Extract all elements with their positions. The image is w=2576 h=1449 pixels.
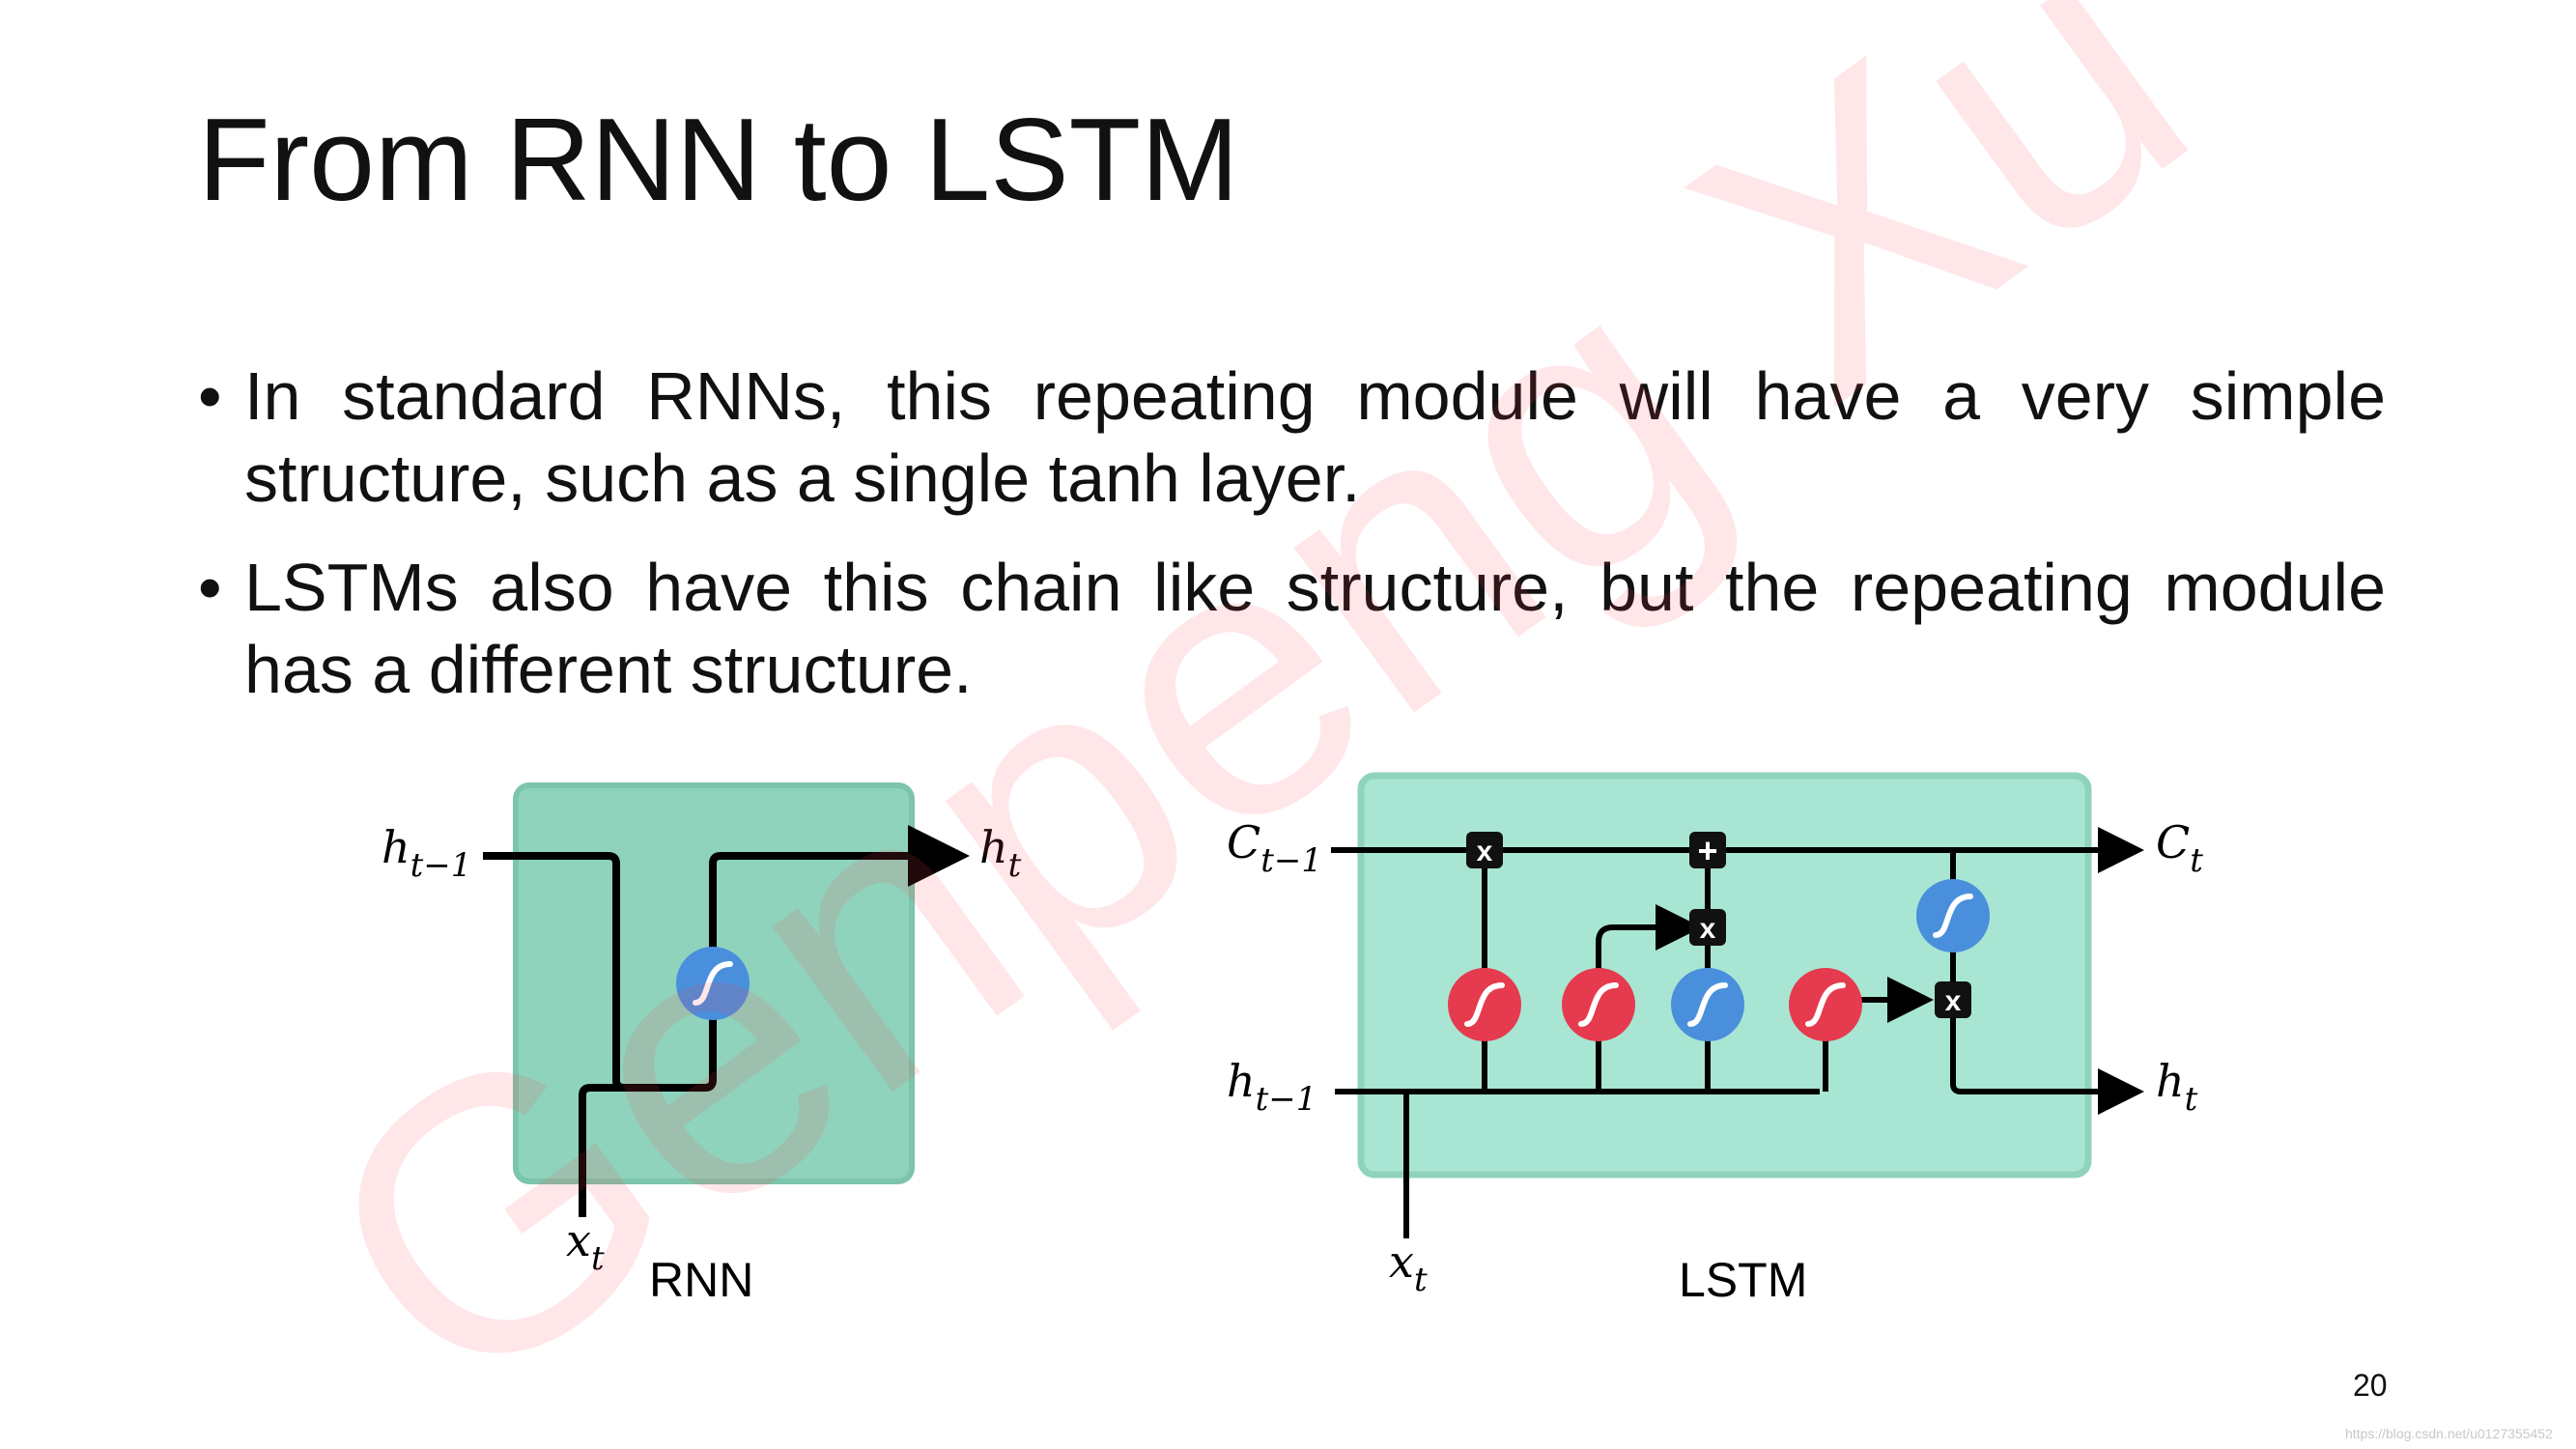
rnn-caption: RNN (649, 1253, 753, 1307)
lstm-add-icon (1689, 832, 1726, 868)
lstm-cell-tanh-icon (1916, 879, 1990, 952)
lstm-input-multiply-label: x (1700, 913, 1716, 945)
lstm-h-prev-label: ht−1 (1227, 1055, 1316, 1119)
bullet-dot: • (198, 358, 222, 434)
lstm-input-sigmoid-icon (1562, 968, 1635, 1041)
rnn-diagram: ht−1 ht xt RNN (382, 782, 1022, 1307)
source-url-note: https://blog.csdn.net/u0127355452 (2345, 1426, 2553, 1441)
rnn-x-input-line (579, 1084, 628, 1217)
lstm-c-out-label: Ct (2156, 816, 2203, 880)
slide-title: From RNN to LSTM (198, 94, 1239, 225)
lstm-input-curve (1578, 982, 1619, 1027)
lstm-caption: LSTM (1679, 1253, 1807, 1307)
lstm-candidate-curve (1687, 982, 1728, 1027)
lstm-forget-sigmoid-icon (1448, 968, 1521, 1041)
lstm-c-prev-label: Ct−1 (1227, 816, 1322, 880)
lstm-output-multiply-label: x (1945, 985, 1962, 1017)
lstm-candidate-tanh-icon (1671, 968, 1744, 1041)
rnn-h-out-label: ht (979, 821, 1022, 885)
lstm-x-label: xt (1389, 1236, 1428, 1299)
lstm-diagram: x + x x Ct−1 Ct ht−1 ht xt LSTM (1227, 772, 2203, 1307)
lstm-output-curve (1805, 982, 1846, 1027)
rnn-h-prev-label: ht−1 (382, 821, 471, 885)
bullet-dot: • (198, 550, 222, 625)
lstm-h-out-label: ht (2156, 1055, 2198, 1119)
lstm-h-out-line (1950, 1000, 2144, 1115)
lstm-input-multiply-icon (1689, 909, 1726, 946)
lstm-forget-curve (1464, 982, 1505, 1027)
bullet-text: In standard RNNs, this repeating module … (244, 358, 2386, 516)
lstm-forget-multiply-icon (1466, 832, 1503, 868)
rnn-h-prev-line (483, 825, 970, 1092)
lstm-cell-tanh-curve (1933, 894, 1973, 938)
page-number: 20 (2353, 1368, 2388, 1403)
lstm-output-multiply-icon (1935, 981, 1971, 1018)
bullet-text: LSTMs also have this chain like structur… (244, 550, 2386, 707)
rnn-x-label: xt (566, 1214, 605, 1278)
lstm-input-connector (1596, 904, 1702, 1092)
lstm-forget-multiply-label: x (1477, 836, 1493, 867)
lstm-output-sigmoid-icon (1789, 968, 1862, 1041)
rnn-tanh-icon (676, 947, 750, 1020)
bullet-item: • LSTMs also have this chain like struct… (198, 547, 2386, 711)
rnn-tanh-curve (693, 961, 733, 1006)
bullet-list: • In standard RNNs, this repeating modul… (198, 355, 2386, 711)
lstm-add-label: + (1697, 831, 1717, 870)
bullet-item: • In standard RNNs, this repeating modul… (198, 355, 2386, 520)
